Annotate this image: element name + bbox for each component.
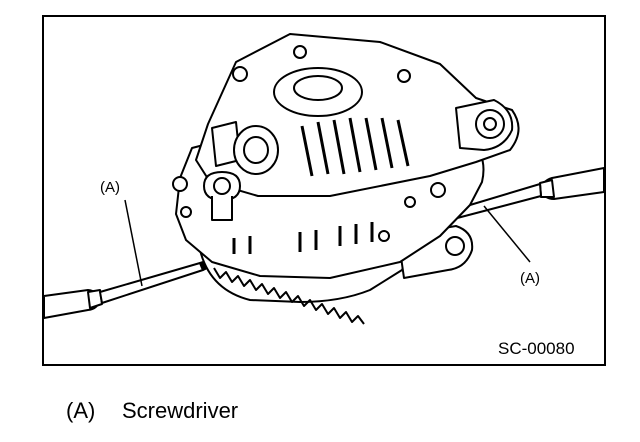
legend-text: Screwdriver <box>122 398 239 423</box>
left-screwdriver <box>43 257 219 319</box>
callout-leader-left <box>124 199 143 287</box>
alternator <box>172 33 520 325</box>
figure-code: SC-00080 <box>498 339 575 358</box>
callout-label-left: (A) <box>100 179 120 196</box>
legend-key: (A) <box>66 398 96 423</box>
callout-leader-right <box>483 205 531 263</box>
gear-teeth <box>213 267 365 325</box>
legend: (A) Screwdriver <box>66 398 238 424</box>
callout-label-right: (A) <box>520 270 540 287</box>
